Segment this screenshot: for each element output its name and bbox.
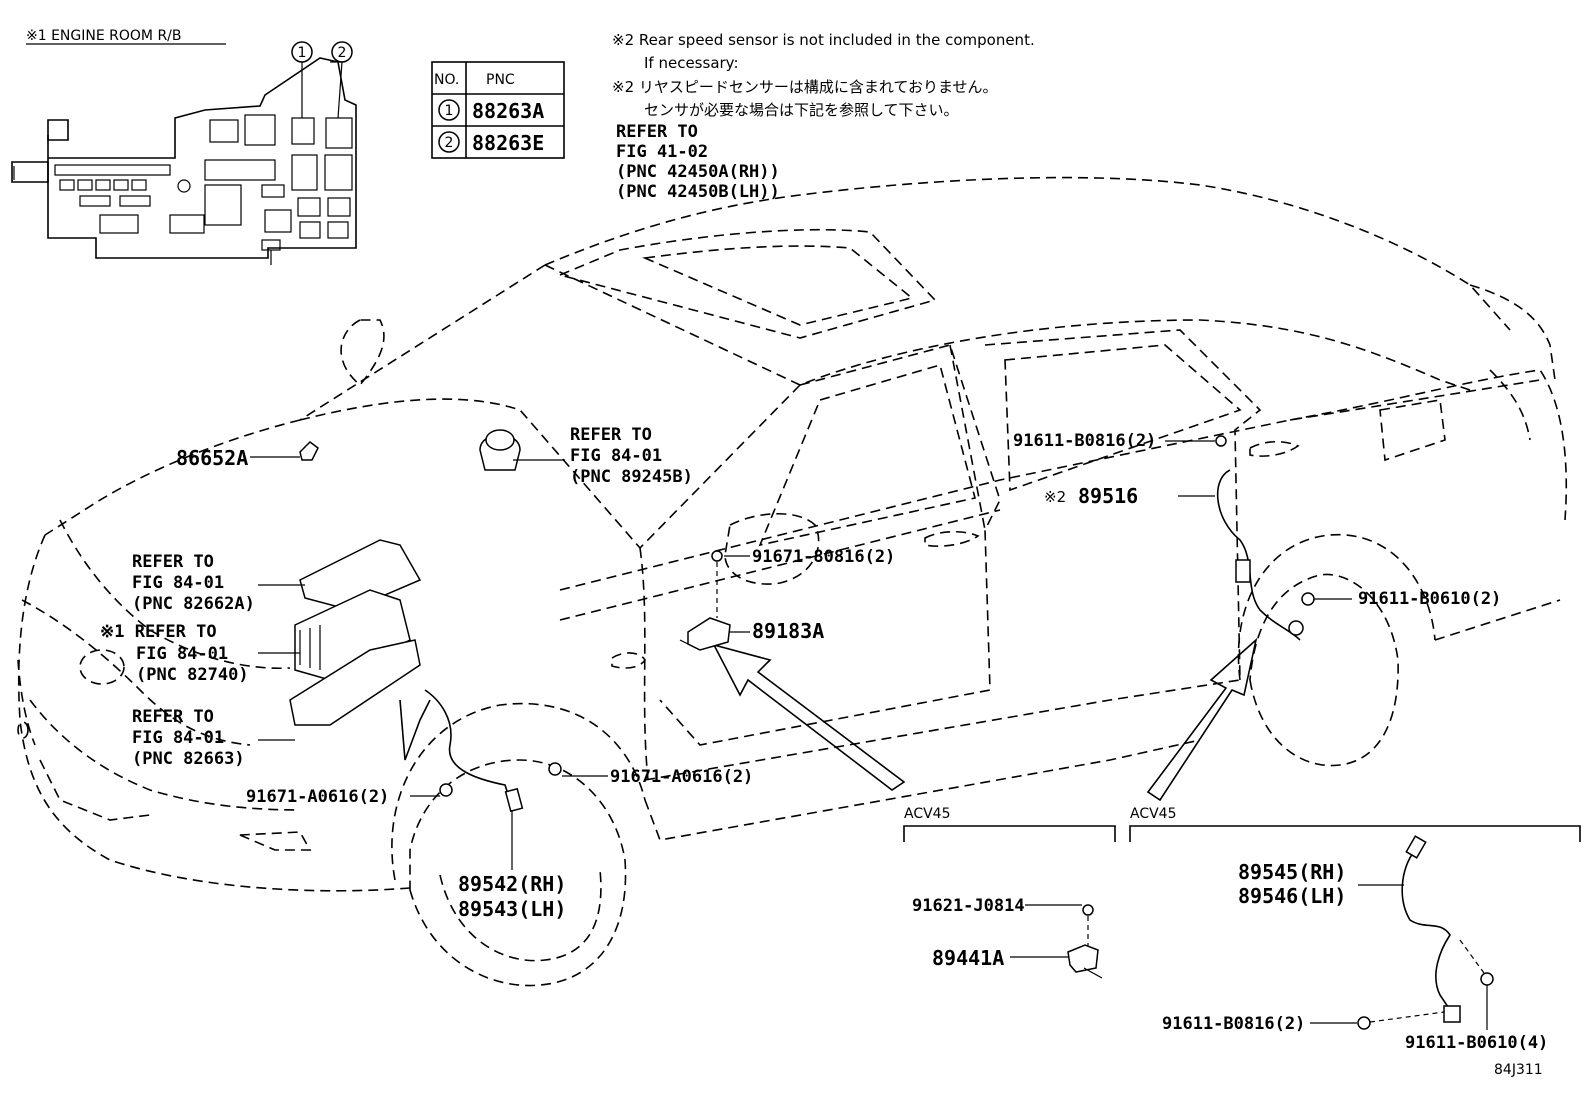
label-89543-lh: 89543(LH) — [458, 897, 566, 921]
callout-2-number: 2 — [338, 45, 347, 61]
note-line-4: センサが必要な場合は下記を参照して下さい。 — [644, 101, 959, 119]
label-ref-89245B-line1: REFER TO — [570, 425, 652, 445]
label-ref-82740-line1: ※1 REFER TO — [100, 622, 217, 642]
label-bolt-91611-B0816-top: 91611-B0816(2) — [1013, 431, 1156, 451]
pnc-row-1-code: 88263A — [472, 99, 544, 123]
pnc-row-2-no: 2 — [445, 135, 454, 151]
detail-arrows — [712, 637, 1258, 802]
label-bolt-91671-A0616-left: 91671-A0616(2) — [246, 787, 389, 807]
car-body-outline — [17, 176, 1568, 987]
label-89441A: 89441A — [932, 946, 1004, 970]
rear-sensor-note: ※2 Rear speed sensor is not included in … — [612, 31, 1035, 202]
label-acv45-left: ACV45 — [904, 806, 951, 822]
label-ref-89245B-line3: (PNC 89245B) — [570, 467, 693, 487]
label-ref-82663-line1: REFER TO — [132, 707, 214, 727]
label-ref-82662A-line1: REFER TO — [132, 552, 214, 572]
label-89542-rh: 89542(RH) — [458, 872, 566, 896]
label-ref-82662A-line3: (PNC 82662A) — [132, 594, 255, 614]
label-ref-82663-line2: FIG 84-01 — [132, 728, 224, 748]
label-89545-rh: 89545(RH) — [1238, 860, 1346, 884]
label-ref-82740-line2: FIG 84-01 — [136, 644, 228, 664]
note-pnc-rh: (PNC 42450A(RH)) — [616, 162, 780, 182]
pnc-table: NO. PNC 1 88263A 2 88263E — [431, 61, 565, 159]
label-89546-lh: 89546(LH) — [1238, 884, 1346, 908]
label-89516-note-mark: ※2 — [1044, 488, 1066, 506]
label-86652A: 86652A — [176, 446, 248, 470]
label-ref-82662A-line2: FIG 84-01 — [132, 573, 224, 593]
label-bolt-91611-B0816-bottom: 91611-B0816(2) — [1162, 1014, 1305, 1034]
note-fig: FIG 41-02 — [616, 142, 708, 162]
leader-lines — [250, 440, 1488, 1030]
note-refer-to: REFER TO — [616, 122, 698, 142]
label-bolt-91671-A0616-center: 91671-A0616(2) — [610, 767, 753, 787]
part-labels: 86652A REFER TO FIG 84-01 (PNC 89245B) R… — [100, 425, 1548, 1078]
pnc-table-header-no: NO. — [434, 72, 459, 88]
parts-geometry — [289, 429, 1494, 1030]
acv45-detail-frames — [903, 825, 1581, 842]
label-89183A: 89183A — [752, 619, 824, 643]
label-ref-82740-line3: (PNC 82740) — [136, 665, 249, 685]
figure-code: 84J311 — [1494, 1062, 1543, 1078]
label-bolt-91611-B0610-4: 91611-B0610(4) — [1405, 1033, 1548, 1053]
pnc-row-1-no: 1 — [445, 103, 454, 119]
label-bolt-91671-80816: 91671-80816(2) — [752, 547, 895, 567]
engine-room-relay-block-inset: ※1 ENGINE ROOM R/B — [11, 28, 357, 265]
note-line-3: ※2 リヤスピードセンサーは構成に含まれておりません。 — [612, 78, 998, 96]
pnc-table-header-pnc: PNC — [486, 72, 515, 88]
note-line-2: If necessary: — [644, 54, 739, 72]
note-line-1: ※2 Rear speed sensor is not included in … — [612, 31, 1035, 49]
callout-1-number: 1 — [298, 45, 307, 61]
engine-room-title: ※1 ENGINE ROOM R/B — [26, 28, 182, 44]
pnc-row-2-code: 88263E — [472, 131, 544, 155]
label-89516: 89516 — [1078, 484, 1138, 508]
label-ref-89245B-line2: FIG 84-01 — [570, 446, 662, 466]
label-bolt-91621-J0814: 91621-J0814 — [912, 896, 1025, 916]
label-bolt-91611-B0610: 91611-B0610(2) — [1358, 589, 1501, 609]
label-ref-82663-line3: (PNC 82663) — [132, 749, 245, 769]
label-acv45-right: ACV45 — [1130, 806, 1177, 822]
note-pnc-lh: (PNC 42450B(LH)) — [616, 182, 780, 202]
